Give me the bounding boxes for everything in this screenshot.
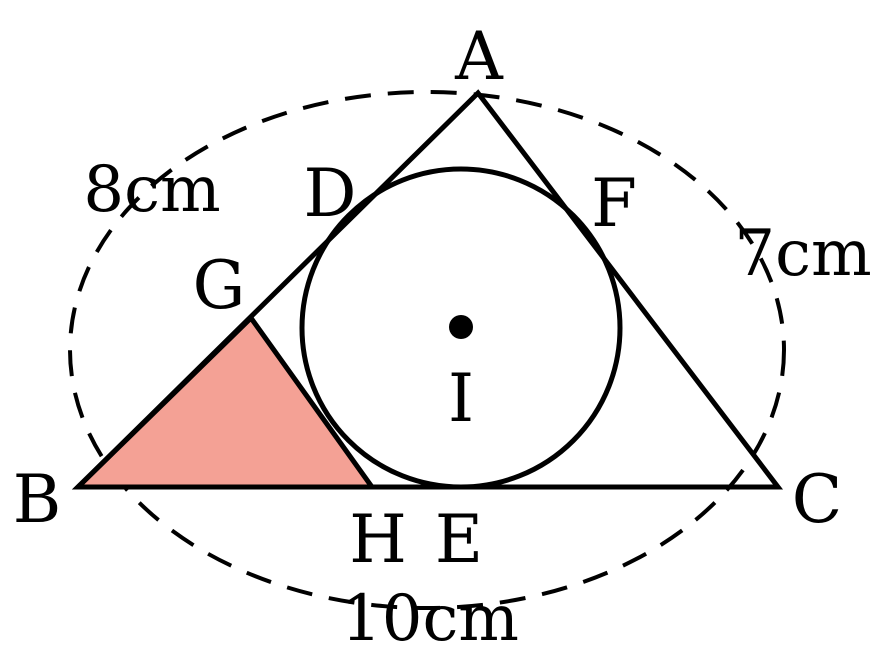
label-length-ac: 7cm: [734, 217, 871, 291]
label-point-f: F: [591, 165, 637, 242]
label-point-d: D: [304, 155, 357, 232]
label-point-g: G: [193, 247, 246, 324]
incircle: [299, 166, 623, 490]
label-point-b: B: [13, 461, 62, 538]
label-length-ab: 8cm: [83, 153, 220, 227]
triangle-abc: [71, 89, 784, 490]
label-point-h: H: [349, 501, 407, 578]
dashed-outer-ellipse: [68, 90, 786, 610]
label-point-a: A: [454, 18, 504, 95]
label-length-bc: 10cm: [341, 582, 519, 656]
label-point-i: I: [448, 360, 474, 437]
label-point-e: E: [435, 501, 483, 578]
label-point-c: C: [792, 461, 843, 538]
incenter-dot: [449, 315, 473, 339]
